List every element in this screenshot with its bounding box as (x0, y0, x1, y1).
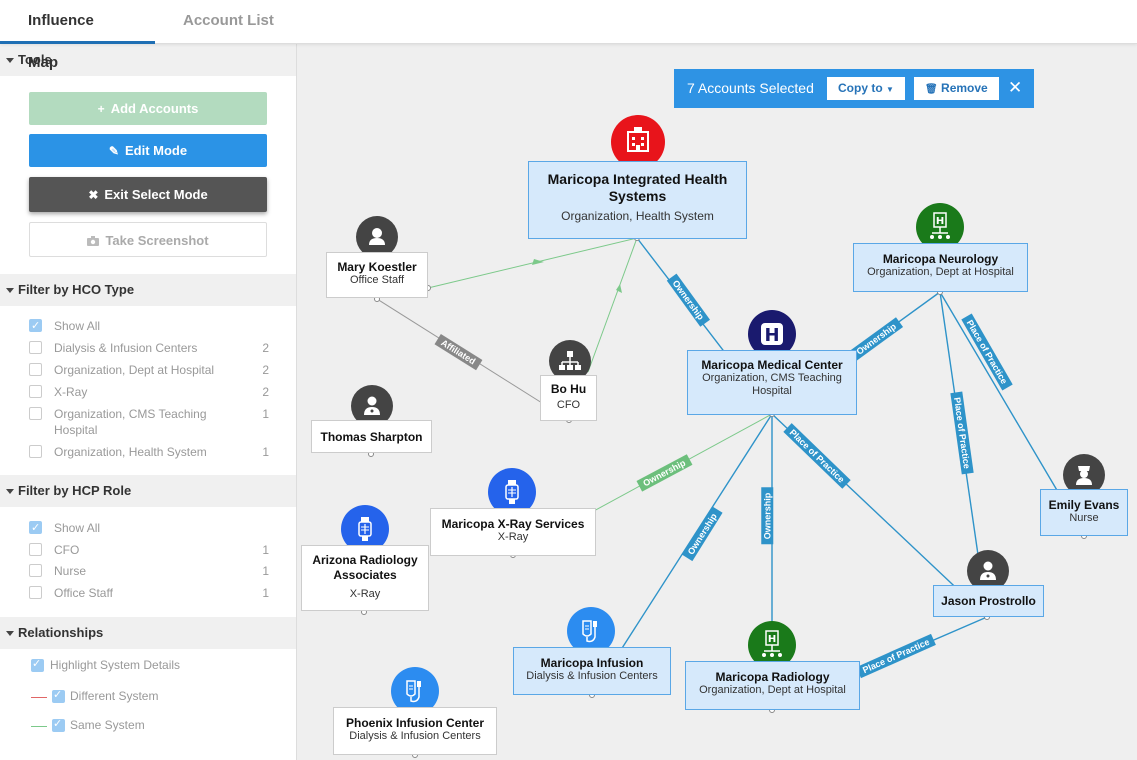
green-line-swatch (31, 726, 47, 727)
caret-down-icon: ▼ (886, 85, 894, 94)
svg-text:H: H (764, 325, 779, 346)
person-icon[interactable] (356, 216, 398, 258)
node-bo-hu[interactable]: Bo Hu CFO (540, 375, 597, 421)
tools-section-header[interactable]: Tools (0, 44, 296, 76)
node-maricopa-infusion[interactable]: Maricopa Infusion Dialysis & Infusion Ce… (513, 647, 671, 695)
influence-map-canvas[interactable]: Ownership Ownership Place of Practice Pl… (298, 44, 1137, 760)
checkbox[interactable] (31, 657, 44, 672)
node-arizona-radiology-associates[interactable]: Arizona Radiology Associates X-Ray (301, 545, 429, 611)
red-line-swatch (31, 697, 47, 698)
exit-select-mode-button[interactable]: ✖Exit Select Mode (29, 177, 267, 212)
filter-hcp-header[interactable]: Filter by HCP Role (0, 475, 296, 507)
node-phoenix-infusion-center[interactable]: Phoenix Infusion Center Dialysis & Infus… (333, 707, 497, 755)
different-system-toggle[interactable]: Different System (31, 688, 271, 705)
node-maricopa-medical-center[interactable]: Maricopa Medical Center Organization, CM… (687, 350, 857, 415)
plus-icon: + (97, 102, 105, 116)
highlight-system-details[interactable]: Highlight System Details (31, 657, 271, 674)
tab-influence-map[interactable]: Influence Map (0, 0, 155, 71)
node-maricopa-integrated-health-systems[interactable]: Maricopa Integrated Health Systems Organ… (528, 161, 747, 239)
filter-hco-header[interactable]: Filter by HCO Type (0, 274, 296, 306)
same-system-toggle[interactable]: Same System (31, 717, 271, 734)
selection-bar: 7 Accounts Selected Copy to ▼ 🗑 Remove ✕ (674, 69, 1034, 108)
camera-icon (87, 236, 100, 246)
pencil-icon: ✎ (108, 144, 119, 158)
tab-bar: Influence Map Account List (0, 0, 1137, 71)
edit-mode-button[interactable]: ✎Edit Mode (29, 134, 267, 167)
checkbox[interactable] (29, 363, 42, 376)
edge-bohu-mihs (587, 237, 638, 373)
node-thomas-sharpton[interactable]: Thomas Sharpton (311, 420, 432, 453)
sidebar: Tools +Add Accounts ✎Edit Mode ✖Exit Sel… (0, 44, 297, 760)
checkbox[interactable] (52, 717, 65, 732)
checkbox[interactable] (29, 543, 42, 556)
node-maricopa-xray-services[interactable]: Maricopa X-Ray Services X-Ray (430, 508, 596, 556)
checkbox[interactable] (29, 564, 42, 577)
node-maricopa-neurology[interactable]: Maricopa Neurology Organization, Dept at… (853, 243, 1028, 292)
checkbox[interactable] (29, 407, 42, 420)
trash-icon: 🗑 (925, 84, 938, 95)
node-jason-prostrollo[interactable]: Jason Prostrollo (933, 585, 1044, 617)
checkbox[interactable] (29, 341, 42, 354)
node-emily-evans[interactable]: Emily Evans Nurse (1040, 489, 1128, 536)
node-maricopa-radiology[interactable]: Maricopa Radiology Organization, Dept at… (685, 661, 860, 710)
health-system-icon[interactable] (611, 115, 665, 169)
remove-button[interactable]: 🗑 Remove (914, 77, 999, 100)
caret-down-icon (6, 631, 14, 637)
caret-down-icon (6, 489, 14, 495)
take-screenshot-button[interactable]: Take Screenshot (29, 222, 267, 257)
close-selection-icon[interactable]: ✕ (1008, 78, 1023, 98)
relationships-header[interactable]: Relationships (0, 617, 296, 649)
edge-label-ownership: Ownership (761, 487, 774, 545)
checkbox[interactable] (29, 445, 42, 458)
node-mary-koestler[interactable]: Mary Koestler Office Staff (326, 252, 428, 298)
arrow-icon (616, 284, 622, 293)
checkbox[interactable] (52, 688, 65, 703)
svg-text:H: H (768, 634, 776, 645)
copy-to-button[interactable]: Copy to ▼ (827, 77, 905, 100)
edge-mary-mihs (427, 237, 638, 289)
caret-down-icon (6, 288, 14, 294)
checkbox[interactable] (29, 318, 42, 334)
checkbox[interactable] (29, 586, 42, 599)
add-accounts-button[interactable]: +Add Accounts (29, 92, 267, 125)
svg-text:H: H (936, 216, 944, 227)
arrow-icon (532, 259, 544, 265)
checkbox[interactable] (29, 520, 42, 536)
checkbox[interactable] (29, 385, 42, 398)
tab-account-list[interactable]: Account List (183, 12, 274, 29)
caret-down-icon (6, 58, 14, 64)
selected-count: 7 Accounts Selected (687, 80, 814, 96)
close-icon: ✖ (88, 188, 99, 202)
